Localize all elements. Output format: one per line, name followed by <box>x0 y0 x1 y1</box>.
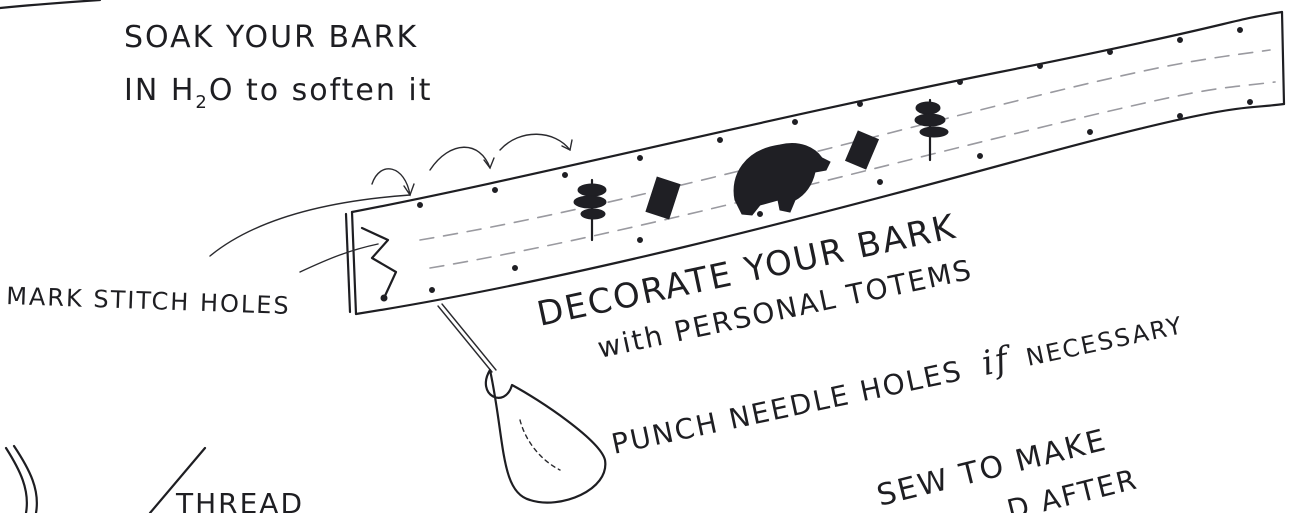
totem-diamond-icon-2 <box>844 130 880 170</box>
stitch-arrows <box>209 133 573 257</box>
totem-diamond-icon <box>645 176 681 220</box>
corner-stroke <box>0 0 102 10</box>
bark-strip-drawing <box>344 10 1286 316</box>
thread-strands <box>4 444 207 513</box>
stitch-dots-top <box>417 27 1243 208</box>
mark-pointer-line <box>299 243 379 273</box>
mark-stitch-holes-label: MARK STITCH HOLES <box>6 282 291 320</box>
soak-line2: IN H2O to soften it <box>124 73 433 113</box>
awl-tool-icon <box>437 303 607 504</box>
totem-tree-icon-2 <box>914 98 949 162</box>
stitch-dots-bottom <box>429 99 1253 293</box>
totem-tree-icon <box>573 178 607 242</box>
lightning-zigzag-icon <box>360 226 398 302</box>
soak-line1: SOAK YOUR BARK <box>124 20 418 55</box>
thread-label: THREAD <box>175 487 304 513</box>
totem-bear-icon <box>733 143 831 216</box>
